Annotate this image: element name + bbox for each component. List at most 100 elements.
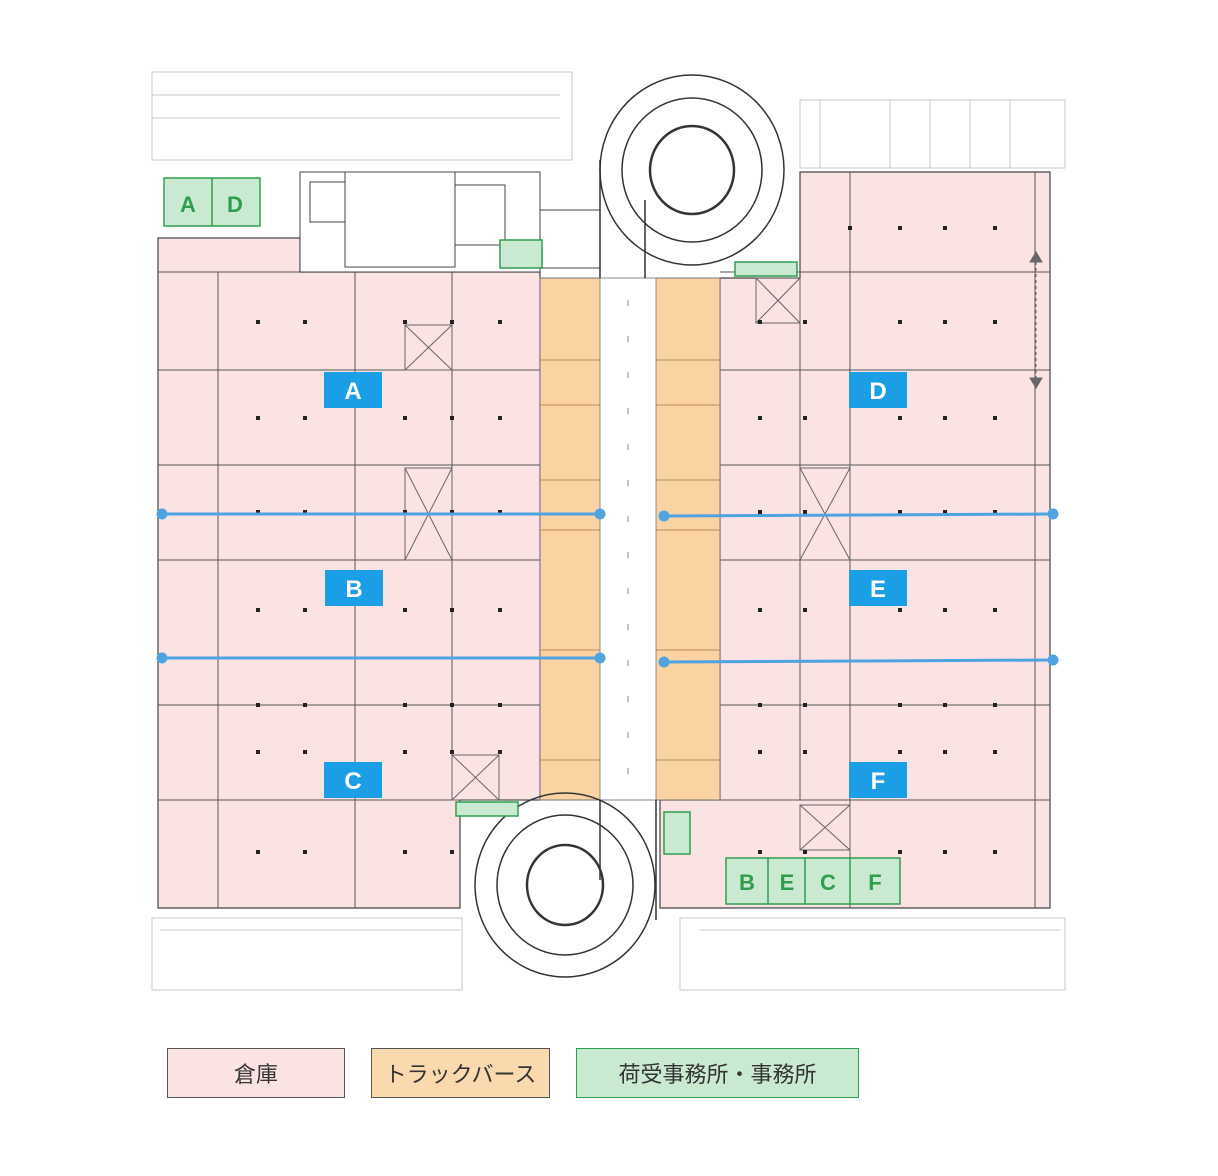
column-dot xyxy=(993,608,997,612)
column-dot xyxy=(803,703,807,707)
office-areas xyxy=(455,239,798,855)
column-dot xyxy=(898,226,902,230)
column-dot xyxy=(498,608,502,612)
column-dot xyxy=(943,703,947,707)
column-dot xyxy=(758,850,762,854)
column-dot xyxy=(450,850,454,854)
column-dot xyxy=(993,703,997,707)
office-label-e: E xyxy=(780,870,795,895)
column-dot xyxy=(803,750,807,754)
legend-office-label: 荷受事務所・事務所 xyxy=(618,1063,817,1088)
legend-warehouse-label: 倉庫 xyxy=(233,1063,278,1088)
column-dot xyxy=(803,608,807,612)
column-dot xyxy=(803,320,807,324)
column-dot xyxy=(303,703,307,707)
column-dot xyxy=(898,608,902,612)
column-dot xyxy=(803,510,807,514)
legend-truck-berth: トラックバース xyxy=(371,1048,550,1098)
column-dot xyxy=(943,850,947,854)
zone-label-e: E xyxy=(870,576,886,603)
column-dot xyxy=(256,320,260,324)
office-label-a: A xyxy=(180,192,196,217)
office-label-c: C xyxy=(820,870,836,895)
column-dot xyxy=(943,510,947,514)
column-dot xyxy=(450,750,454,754)
column-dot xyxy=(993,226,997,230)
column-dot xyxy=(758,416,762,420)
column-dot xyxy=(450,703,454,707)
column-dot xyxy=(758,750,762,754)
zone-label-c: C xyxy=(344,768,361,795)
zone-label-d: D xyxy=(869,378,886,405)
column-dot xyxy=(403,320,407,324)
truck-berths xyxy=(539,277,721,801)
column-dot xyxy=(450,416,454,420)
office-label-b: B xyxy=(739,870,755,895)
column-dot xyxy=(943,416,947,420)
column-dot xyxy=(758,703,762,707)
top-ramp xyxy=(599,74,785,278)
column-dot xyxy=(498,416,502,420)
column-dot xyxy=(450,320,454,324)
column-dot xyxy=(993,750,997,754)
zone-label-a: A xyxy=(344,378,361,405)
column-dot xyxy=(498,510,502,514)
office-bottom-right: B E C F xyxy=(725,857,901,905)
column-dot xyxy=(303,320,307,324)
column-dot xyxy=(943,608,947,612)
warehouse-areas xyxy=(157,171,1051,909)
column-dot xyxy=(303,850,307,854)
column-dot xyxy=(993,510,997,514)
zone-dividers xyxy=(156,508,1059,668)
top-structures xyxy=(299,171,601,273)
legend-warehouse: 倉庫 xyxy=(167,1048,345,1098)
column-dot xyxy=(898,750,902,754)
legend-office: 荷受事務所・事務所 xyxy=(576,1048,859,1098)
column-dot xyxy=(403,416,407,420)
column-dot xyxy=(758,608,762,612)
column-dot xyxy=(256,416,260,420)
column-dot xyxy=(256,850,260,854)
zone-label-b: B xyxy=(345,576,362,603)
column-dot xyxy=(803,850,807,854)
column-dot xyxy=(758,510,762,514)
column-dot xyxy=(256,750,260,754)
floor-plan: A D B E C F A B C D E F xyxy=(151,71,1066,991)
office-top-left: A D xyxy=(163,177,261,227)
column-dot xyxy=(303,750,307,754)
column-dot xyxy=(256,608,260,612)
column-dot xyxy=(848,226,852,230)
column-dot xyxy=(993,850,997,854)
column-dot xyxy=(498,320,502,324)
columns xyxy=(256,226,997,854)
column-dot xyxy=(898,703,902,707)
column-dot xyxy=(943,226,947,230)
external-structures xyxy=(151,71,1066,991)
column-dot xyxy=(498,750,502,754)
column-dot xyxy=(256,703,260,707)
column-dot xyxy=(993,416,997,420)
dimension-arrow xyxy=(1029,251,1043,389)
column-dot xyxy=(403,703,407,707)
column-dot xyxy=(898,850,902,854)
column-dot xyxy=(898,416,902,420)
column-dot xyxy=(993,320,997,324)
office-label-f: F xyxy=(868,870,881,895)
column-dot xyxy=(450,510,454,514)
office-label-d: D xyxy=(227,192,243,217)
column-dot xyxy=(943,320,947,324)
column-dot xyxy=(498,703,502,707)
column-dot xyxy=(758,320,762,324)
column-dot xyxy=(803,416,807,420)
column-dot xyxy=(898,320,902,324)
legend-truck-berth-label: トラックバース xyxy=(384,1063,537,1088)
column-dot xyxy=(403,850,407,854)
column-dot xyxy=(403,608,407,612)
bottom-ramp xyxy=(474,792,657,978)
zone-label-f: F xyxy=(871,768,886,795)
column-dot xyxy=(898,510,902,514)
column-dot xyxy=(303,510,307,514)
column-dot xyxy=(403,510,407,514)
column-dot xyxy=(303,416,307,420)
column-dot xyxy=(256,510,260,514)
